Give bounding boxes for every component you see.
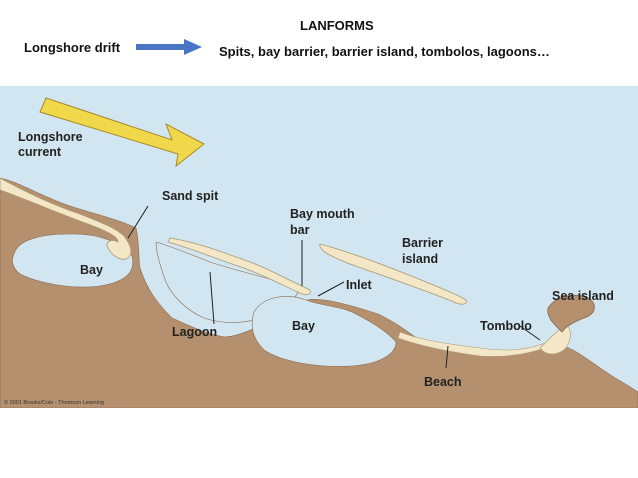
label-beach: Beach: [424, 375, 462, 389]
barrier-island: [319, 243, 467, 305]
label-longshore-current: Longshore: [18, 130, 83, 144]
left-bay: [12, 233, 134, 288]
sand-spit: [0, 177, 132, 260]
page-title: LANFORMS: [300, 18, 374, 33]
label-longshore-current-2: current: [18, 145, 62, 159]
pointer-lines: [127, 205, 541, 369]
label-barrier-island: Barrier: [402, 236, 443, 250]
label-barrier-island-2: island: [402, 252, 438, 266]
label-bay-left: Bay: [80, 263, 103, 277]
bay-mouth-bar: [167, 237, 311, 296]
label-tombolo: Tombolo: [480, 319, 532, 333]
label-sea-island: Sea island: [552, 289, 614, 303]
longshore-current-arrow: [39, 97, 205, 168]
label-sand-spit: Sand spit: [162, 189, 219, 203]
label-bay-mouth-bar-2: bar: [290, 223, 310, 237]
coastal-landforms-diagram: Longshore current Sand spit Bay Bay mout…: [0, 86, 638, 408]
label-bay-center: Bay: [292, 319, 315, 333]
landforms-list: Spits, bay barrier, barrier island, tomb…: [219, 44, 550, 59]
center-bay: [251, 296, 397, 367]
longshore-drift-label: Longshore drift: [24, 40, 121, 55]
tombolo: [539, 323, 571, 355]
right-arrow-icon: [136, 39, 202, 55]
figure-credit: © 2001 Brooks/Cole - Thomson Learning: [4, 399, 104, 406]
label-bay-mouth-bar: Bay mouth: [290, 207, 355, 221]
sea-island: [547, 294, 595, 333]
label-lagoon: Lagoon: [172, 325, 217, 339]
label-inlet: Inlet: [346, 278, 373, 292]
